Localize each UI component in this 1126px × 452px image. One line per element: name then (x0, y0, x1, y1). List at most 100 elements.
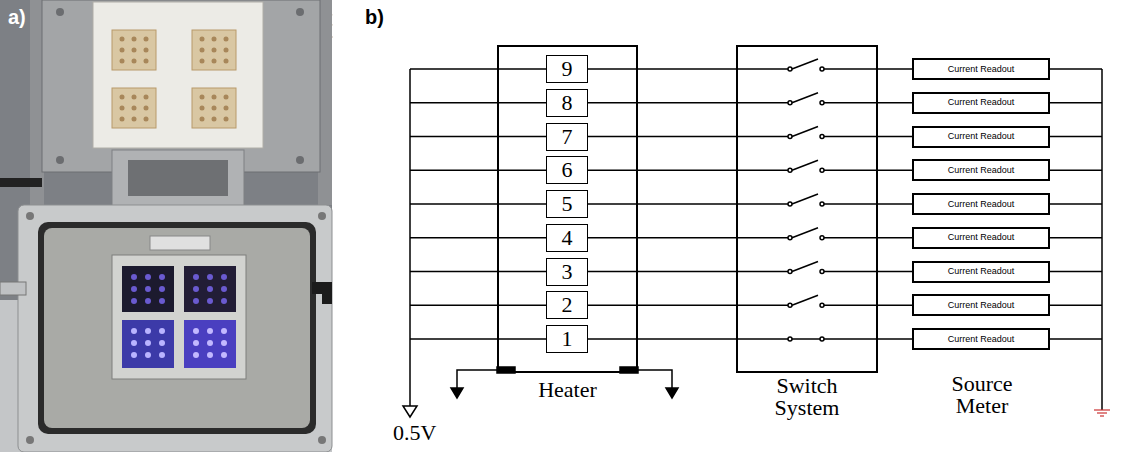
contact-pads (224, 95, 229, 100)
connector-line (588, 338, 736, 340)
connector-line (588, 271, 736, 273)
contact-pads (120, 48, 125, 53)
contact-pads (212, 48, 217, 53)
box-label: 1 (562, 327, 573, 351)
contact-pads (200, 95, 205, 100)
connector-line (588, 203, 736, 205)
switch-symbol (824, 305, 878, 307)
heater-ground (666, 388, 678, 398)
photo-setup (18, 205, 332, 452)
box-label: 5 (562, 192, 573, 216)
contact-pads (212, 37, 217, 42)
contact-pads (144, 59, 149, 64)
switch-symbol (792, 59, 818, 69)
contact-pads (212, 117, 217, 122)
box-label: Current Readout (948, 300, 1015, 311)
readout-box: Current Readout (912, 159, 1050, 181)
contact-pads (224, 106, 229, 111)
return-wire (1050, 69, 1102, 410)
sample-dots (221, 352, 227, 358)
photo-setup (128, 160, 228, 196)
box-label: Current Readout (948, 97, 1015, 108)
contact-pads (144, 106, 149, 111)
contact-pads (192, 30, 236, 70)
sample-dots (221, 286, 227, 292)
return-wire (1050, 305, 1102, 307)
channel-box: 7 (546, 123, 588, 151)
switch-symbol (736, 136, 788, 138)
panel-letter: b) (365, 6, 384, 29)
sample-dots (159, 352, 165, 358)
supply-wire (410, 69, 546, 339)
sample-dots (131, 352, 137, 358)
photo-setup (150, 236, 210, 250)
photo-setup (38, 222, 316, 434)
photo-setup (0, 0, 332, 452)
photo-setup (56, 156, 64, 164)
switch-symbol (792, 295, 818, 305)
switch-symbol (788, 202, 792, 206)
switch-symbol (792, 194, 818, 204)
connector-line (878, 170, 912, 172)
connector-line (878, 136, 912, 138)
switch-symbol (792, 93, 818, 103)
ground-symbol (1097, 412, 1107, 413)
contact-pads (144, 95, 149, 100)
switch-symbol (792, 127, 818, 137)
switch-symbol (792, 160, 818, 170)
box-label: Current Readout (948, 232, 1015, 243)
photo-setup (122, 266, 174, 312)
switch-symbol (736, 237, 788, 239)
photo-setup (26, 436, 34, 444)
return-wire (1050, 237, 1102, 239)
switch-symbol (820, 135, 824, 139)
sample-dots (159, 286, 165, 292)
readout-box: Current Readout (912, 261, 1050, 283)
switch-symbol (788, 168, 792, 172)
box-label: Current Readout (948, 199, 1015, 210)
sample-dots (207, 352, 213, 358)
channel-box: 1 (546, 325, 588, 353)
switch-symbol (788, 303, 792, 307)
readout-box: Current Readout (912, 92, 1050, 114)
connector-line (878, 68, 912, 70)
contact-pads (132, 95, 137, 100)
sample-dots (145, 298, 151, 304)
box-label: 4 (562, 226, 573, 250)
connector-line (878, 102, 912, 104)
box-label: 7 (562, 125, 573, 149)
contact-pads (200, 37, 205, 42)
return-wire (1050, 136, 1102, 138)
return-wire (1050, 69, 1102, 339)
readout-box: Current Readout (912, 126, 1050, 148)
contact-pads (224, 117, 229, 122)
supply-wire (410, 338, 546, 340)
ground-symbol (1094, 410, 1110, 416)
contact-pads (132, 48, 137, 53)
sample-dots (159, 328, 165, 334)
ground-symbol (1094, 409, 1110, 410)
photo-setup (122, 320, 174, 368)
photo-setup (184, 266, 236, 312)
sample-dots (145, 352, 151, 358)
supply-wire (403, 406, 417, 417)
sample-dots (221, 298, 227, 304)
switch-symbol (788, 236, 792, 240)
contact-pads (224, 37, 229, 42)
switch-symbol (788, 337, 792, 341)
supply-wire (410, 102, 546, 104)
switch-symbol (736, 170, 788, 172)
contact-pads (112, 88, 156, 128)
heater-ground (451, 388, 463, 398)
return-wire (1101, 69, 1103, 410)
photo-setup (112, 150, 244, 212)
channel-box: 8 (546, 89, 588, 117)
sample-dots (131, 340, 137, 346)
box-label: 3 (562, 260, 573, 284)
switch-symbol (824, 203, 878, 205)
sample-dots (221, 328, 227, 334)
contact-pads (212, 106, 217, 111)
channel-box: 4 (546, 224, 588, 252)
switch-symbol (824, 271, 878, 273)
box-label: 9 (562, 57, 573, 81)
